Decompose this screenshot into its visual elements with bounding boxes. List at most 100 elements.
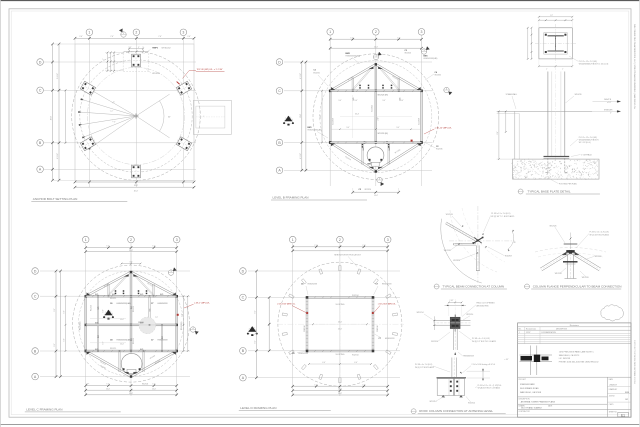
svg-text:D: D — [34, 269, 37, 273]
svg-text:HSS6X6X3/8: HSS6X6X3/8 — [463, 356, 474, 358]
svg-text:C7: C7 — [379, 338, 381, 340]
svg-text:2: 2 — [379, 179, 381, 181]
svg-text:1: 1 — [329, 30, 331, 34]
svg-text:HSS6X6X3/8: HSS6X6X3/8 — [158, 303, 168, 305]
svg-text:A: A — [34, 375, 37, 379]
svg-text:W12X06: W12X06 — [155, 360, 161, 365]
svg-text:9'-4 1/2": 9'-4 1/2" — [57, 73, 59, 79]
svg-text:TMP1: TMP1 — [152, 48, 159, 50]
svg-text:7'-0": 7'-0" — [110, 36, 114, 38]
svg-text:10'-0": 10'-0" — [152, 388, 156, 390]
svg-text:W12X14: W12X14 — [352, 295, 359, 297]
svg-text:HSS6X6X3/8(CAB): HSS6X6X3/8(CAB) — [424, 57, 438, 60]
svg-text:STADIUM PARK: STADIUM PARK — [520, 383, 535, 386]
svg-text:BM5: BM5 — [95, 323, 98, 325]
svg-text:A: A — [278, 169, 281, 173]
svg-text:C: C — [278, 89, 281, 93]
svg-text:CONTRACTOR: CONTRACTOR — [519, 410, 531, 413]
svg-text:60°: 60° — [168, 117, 171, 119]
svg-text:2": 2" — [610, 113, 612, 115]
svg-text:PL 3/8 x 4 x 1'-0 (LLV): PL 3/8 x 4 x 1'-0 (LLV) — [472, 338, 490, 340]
svg-text:W12X19: W12X19 — [133, 306, 135, 312]
svg-text:± 1/2": ± 1/2" — [607, 102, 612, 104]
svg-text:9'-2": 9'-2" — [54, 308, 56, 312]
svg-text:1" DRYPACK: 1" DRYPACK — [581, 153, 592, 156]
svg-text:W12X26: W12X26 — [313, 72, 320, 74]
svg-text:BM5: BM5 — [112, 294, 115, 296]
svg-text:W12X26: W12X26 — [595, 256, 602, 258]
svg-text:HSS6X6X3/8(LAB): HSS6X6X3/8(LAB) — [117, 302, 132, 305]
svg-text:W12X14: W12X14 — [466, 314, 473, 316]
svg-text:W12X26: W12X26 — [444, 250, 451, 252]
svg-text:18'-0": 18'-0" — [134, 185, 139, 187]
svg-text:C8: C8 — [110, 340, 112, 342]
svg-text:DRAWN: DRAWN — [519, 404, 526, 407]
svg-text:CHK'D: CHK'D — [609, 404, 615, 406]
svg-text:9'-2": 9'-2" — [255, 310, 257, 314]
svg-text:PHONE: (619) 662-1031 FAX: (85: PHONE: (619) 662-1031 FAX: (858) 999-113… — [559, 361, 599, 364]
svg-text:3: 3 — [387, 238, 389, 242]
svg-text:WIN CONSULTING TEAM SERVICES,: WIN CONSULTING TEAM SERVICES, LLC | STRU… — [633, 24, 636, 109]
svg-text:4'-4": 4'-4" — [322, 362, 326, 364]
svg-text:FOOTING PER PLAN: FOOTING PER PLAN — [559, 182, 577, 185]
svg-text:LWH4T B: LWH4T B — [604, 99, 612, 101]
svg-text:C7: C7 — [151, 340, 153, 342]
svg-text:W12X19: W12X19 — [100, 361, 106, 366]
svg-text:C6: C6 — [301, 284, 303, 286]
svg-text:7": 7" — [103, 58, 105, 60]
svg-text:W12X14: W12X14 — [468, 402, 475, 404]
svg-text:BM5: BM5 — [95, 294, 98, 296]
svg-text:W/ (4) 1/2" BOLTS 1.5 B A325: W/ (4) 1/2" BOLTS 1.5 B A325 — [472, 340, 496, 343]
svg-text:DRAWN BY: DRAWN BY — [609, 388, 618, 391]
svg-text:162: 162 — [625, 399, 628, 401]
svg-text:10'-0": 10'-0" — [106, 388, 110, 390]
svg-text:W12X14: W12X14 — [304, 325, 306, 332]
svg-text:9'-2": 9'-2" — [54, 343, 56, 347]
svg-text:1: 1 — [85, 238, 87, 242]
svg-text:LEVEL D FRAMING PLAN: LEVEL D FRAMING PLAN — [240, 406, 276, 410]
svg-text:PL 1/2 x 12 x 1'-0 (3/4): PL 1/2 x 12 x 1'-0 (3/4) — [579, 137, 597, 139]
svg-text:DESCRIPTION: DESCRIPTION — [519, 399, 531, 401]
svg-text:SAN DIEGO, CA 92108: SAN DIEGO, CA 92108 — [520, 391, 542, 394]
svg-text:2/3/17: 2/3/17 — [526, 332, 531, 334]
svg-text:3'-4": 3'-4" — [497, 131, 499, 134]
svg-text:ANTENNA TOWER FRAMING PLANS: ANTENNA TOWER FRAMING PLANS — [521, 401, 556, 404]
svg-text:C2: C2 — [436, 146, 438, 148]
svg-text:45°: 45° — [514, 242, 517, 244]
svg-text:B45: B45 — [98, 335, 100, 338]
svg-text:SLOPING: SLOPING — [336, 354, 345, 356]
svg-text:7'-6": 7'-6" — [112, 101, 116, 104]
svg-text:20'-0": 20'-0" — [129, 250, 133, 252]
svg-text:B45: B45 — [162, 336, 164, 339]
svg-text:B: B — [34, 349, 37, 353]
svg-text:NO.: NO. — [519, 329, 522, 331]
svg-text:B45: B45 — [131, 306, 133, 309]
svg-text:1: 1 — [123, 33, 125, 35]
svg-text:W12X26 (HI): W12X26 (HI) — [378, 94, 389, 96]
svg-text:A: A — [39, 168, 42, 172]
svg-text:W/ 1 1/2 (LLG): W/ 1 1/2 (LLG) — [579, 142, 591, 144]
svg-text:BOOTH AND SUAREZ: BOOTH AND SUAREZ — [521, 407, 542, 410]
svg-text:W12X26: W12X26 — [344, 156, 351, 161]
svg-text:HSS6X6X3/8: HSS6X6X3/8 — [308, 284, 318, 286]
svg-text:B45: B45 — [363, 148, 365, 151]
svg-text:14'-0": 14'-0" — [338, 389, 342, 391]
svg-text:PROJECT: PROJECT — [519, 379, 526, 381]
svg-text:SAN DIEGO, CA 92173: SAN DIEGO, CA 92173 — [559, 354, 579, 357]
svg-text:W12X19: W12X19 — [91, 305, 93, 311]
svg-text:C: C — [242, 296, 245, 300]
svg-text:W12X14: W12X14 — [352, 354, 359, 356]
svg-text:HSS6X6X3/8: HSS6X6X3/8 — [382, 284, 392, 286]
svg-text:SHEET NO: SHEET NO — [609, 411, 618, 413]
svg-text:PL 3/8 x 4 x 1'-0 (LLV): PL 3/8 x 4 x 1'-0 (LLV) — [415, 364, 433, 366]
svg-text:B45: B45 — [389, 148, 391, 151]
svg-text:LIC. 90/5238: LIC. 90/5238 — [559, 358, 570, 360]
svg-text:A: A — [242, 376, 245, 380]
svg-text:W12X14: W12X14 — [417, 312, 424, 314]
svg-text:6'-0": 6'-0" — [103, 309, 105, 312]
svg-text:B45: B45 — [149, 308, 151, 311]
svg-text:DESCRIPTION: DESCRIPTION — [556, 329, 568, 331]
svg-text:W/ A325N ANCH BOLTS 1 1/2 (LLG: W/ A325N ANCH BOLTS 1 1/2 (LLG) — [579, 63, 609, 66]
svg-text:9'-0": 9'-0" — [347, 127, 350, 129]
svg-text:3: 3 — [375, 56, 377, 58]
